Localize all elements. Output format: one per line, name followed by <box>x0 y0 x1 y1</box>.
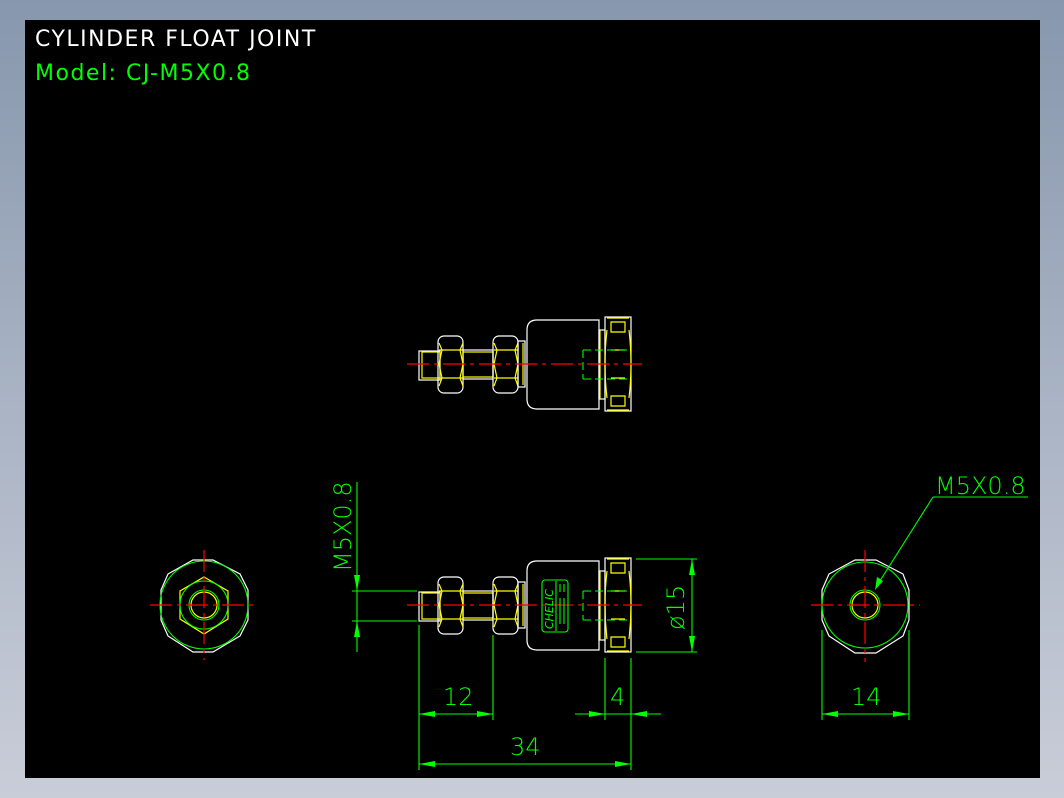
dim-4: 4 <box>575 658 661 770</box>
brand-label-plate: CHELIC <box>541 579 569 633</box>
brand-label: CHELIC <box>543 589 556 629</box>
dim-14: 14 <box>821 630 910 720</box>
right-end-view: M5X0.8 <box>811 472 1028 662</box>
dim-12: 12 <box>418 625 494 770</box>
dimension-14: 14 <box>851 683 882 711</box>
dimension-34: 34 <box>510 733 541 761</box>
dimension-4: 4 <box>610 683 625 711</box>
dimension-diameter: ø15 <box>662 585 690 630</box>
top-view <box>407 316 642 412</box>
drawing-title: CYLINDER FLOAT JOINT <box>35 27 317 52</box>
front-view: CHELIC <box>407 557 642 653</box>
model-label: Model: CJ-M5X0.8 <box>35 61 252 86</box>
dim-thread: M5X0.8 <box>329 481 417 652</box>
thread-callout: M5X0.8 <box>935 472 1026 500</box>
dim-diameter-15: ø15 <box>636 558 697 653</box>
dim-34: 34 <box>419 733 631 767</box>
thread-dimension: M5X0.8 <box>329 481 357 572</box>
left-end-view <box>150 550 258 660</box>
dimension-12: 12 <box>443 683 474 711</box>
